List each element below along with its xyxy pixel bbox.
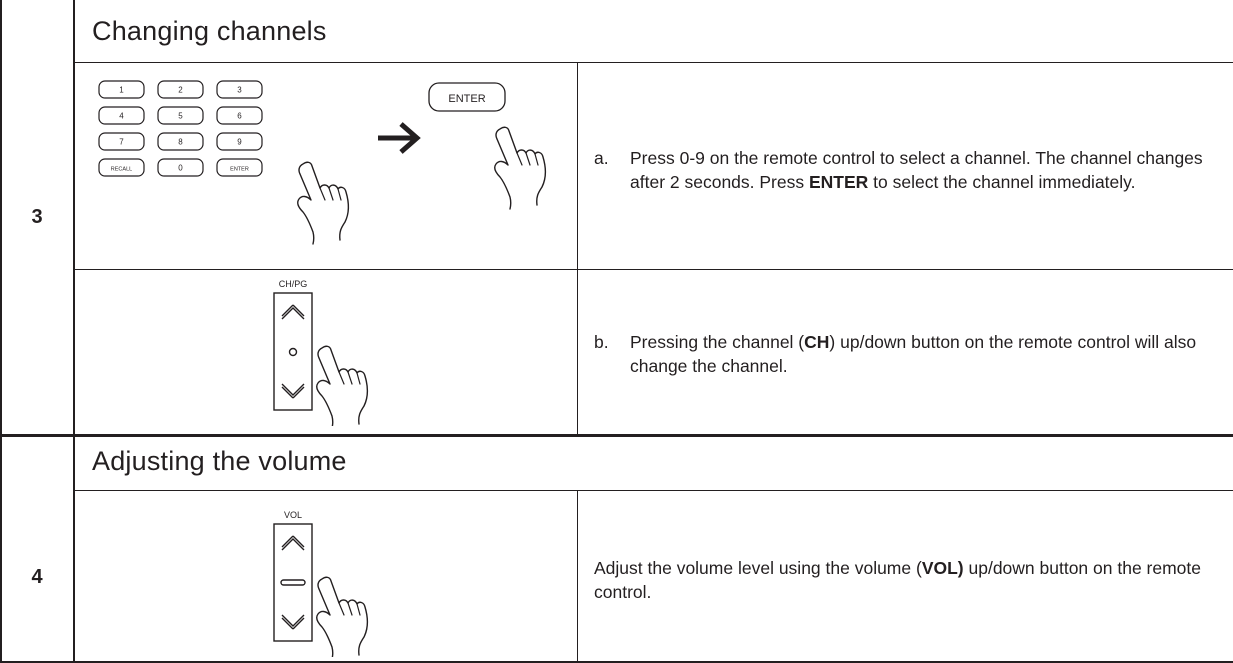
keypad-key-label: 8 xyxy=(178,138,183,147)
chevron-down-icon xyxy=(281,383,305,399)
center-bar xyxy=(280,579,306,586)
pointing-hand-icon xyxy=(297,161,350,245)
chevron-up-icon xyxy=(281,535,305,551)
keypad-key: 5 xyxy=(157,106,204,125)
table-bottom-border xyxy=(0,661,1233,663)
pointing-hand-icon xyxy=(316,576,369,657)
keypad-key: 0 xyxy=(157,158,204,177)
keypad-key-label: 0 xyxy=(178,164,183,173)
table-left-border xyxy=(0,0,2,663)
instruction-a: a. Press 0-9 on the remote control to se… xyxy=(594,146,1219,194)
chevron-up-icon xyxy=(281,304,305,320)
keypad-key-label: ENTER xyxy=(230,167,249,173)
image-text-divider-3a xyxy=(577,63,578,435)
heading-3-bottom-rule xyxy=(73,62,1233,63)
keypad-key: ENTER xyxy=(216,158,263,177)
section-heading: Adjusting the volume xyxy=(92,446,347,476)
keypad-key: 4 xyxy=(98,106,145,125)
keypad-key-label: RECALL xyxy=(111,167,132,173)
rocker-label: CH/PG xyxy=(279,279,308,289)
keypad-key: 3 xyxy=(216,80,263,99)
keypad-key: 7 xyxy=(98,132,145,151)
keypad-key: RECALL xyxy=(98,158,145,177)
keypad-key-label: 5 xyxy=(178,112,183,121)
pointing-hand-icon xyxy=(316,345,369,426)
image-text-divider-4 xyxy=(577,491,578,663)
keypad-key-label: 1 xyxy=(119,86,124,95)
heading-4-bottom-rule xyxy=(73,490,1233,491)
keypad-key-label: 3 xyxy=(237,86,242,95)
step-column-divider xyxy=(73,0,75,663)
rocker-label: VOL xyxy=(284,510,302,520)
instruction-b: b. Pressing the channel (CH) up/down but… xyxy=(594,330,1219,378)
keypad-key: 8 xyxy=(157,132,204,151)
instruction-label: a. xyxy=(594,148,609,168)
row-3a-bottom-rule xyxy=(73,269,1233,270)
section-heading: Changing channels xyxy=(92,16,327,46)
keypad-key-label: 9 xyxy=(237,138,242,147)
keypad-key: 2 xyxy=(157,80,204,99)
arrow-right-icon xyxy=(378,122,421,154)
step-number: 3 xyxy=(31,206,43,228)
keypad-key-label: 7 xyxy=(119,138,124,147)
pointing-hand-icon xyxy=(494,126,547,210)
enter-button-label: ENTER xyxy=(448,93,485,105)
ch-rocker-illustration: CH/PG xyxy=(273,279,369,426)
step-number: 4 xyxy=(31,566,43,588)
keypad-key-label: 6 xyxy=(237,112,242,121)
keypad-key: 1 xyxy=(98,80,145,99)
instruction-vol: Adjust the volume level using the volume… xyxy=(594,558,1202,602)
center-dot xyxy=(288,347,298,357)
keypad-key-label: 4 xyxy=(119,112,124,121)
step-separator xyxy=(0,434,1233,437)
instruction-text: Pressing the channel (CH) up/down button… xyxy=(630,332,1197,376)
keypad-key: 6 xyxy=(216,106,263,125)
enter-button: ENTER xyxy=(428,82,506,112)
vol-rocker-illustration: VOL xyxy=(273,510,369,657)
instruction-label: b. xyxy=(594,332,609,352)
chevron-down-icon xyxy=(281,614,305,630)
instruction-text: Press 0-9 on the remote control to selec… xyxy=(630,148,1203,192)
keypad-key: 9 xyxy=(216,132,263,151)
keypad-key-label: 2 xyxy=(178,86,183,95)
